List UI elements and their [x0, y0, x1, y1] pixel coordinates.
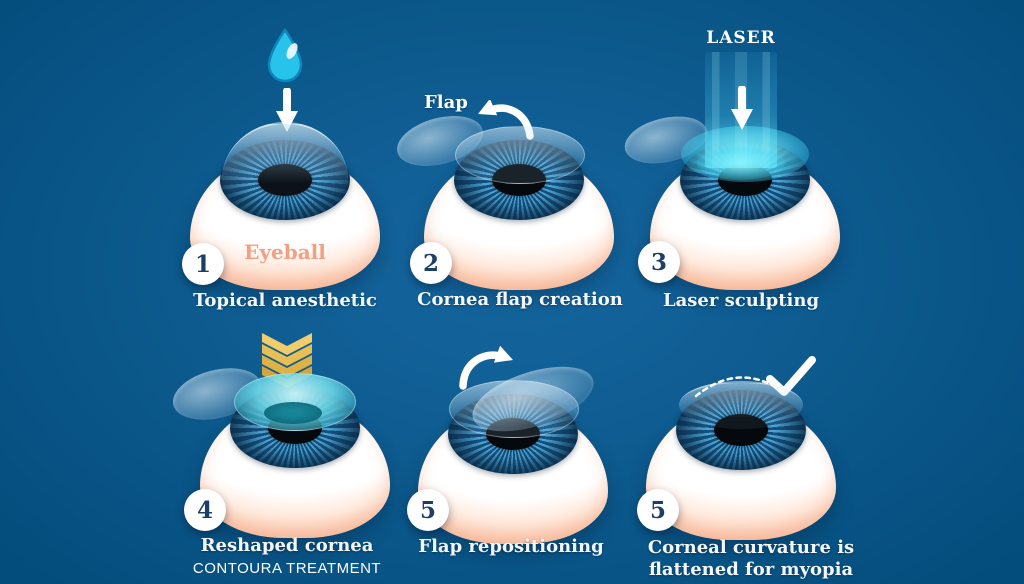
eyeball-illustration: [424, 126, 614, 290]
step-number: 5: [649, 496, 666, 524]
step-number-badge: 2: [410, 242, 452, 284]
water-drop-icon: [267, 28, 303, 83]
eyeball-illustration: [646, 381, 836, 540]
step-number: 2: [422, 249, 439, 277]
laser-label: LASER: [706, 28, 776, 48]
step-caption-line1: Corneal curvature is: [647, 537, 855, 558]
step-number-badge: 3: [638, 241, 680, 283]
flap-label: Flap: [424, 92, 468, 113]
dashed-arc-icon: [694, 376, 788, 398]
down-arrow-icon: [276, 88, 298, 132]
step-caption-line2: flattened for myopia: [648, 559, 854, 580]
step-number: 5: [419, 496, 436, 524]
step-number-badge: 1: [182, 243, 224, 285]
step-number: 4: [196, 496, 213, 524]
step-caption: Cornea flap creation: [417, 289, 623, 310]
step-caption: Flap repositioning: [418, 536, 604, 557]
reshaped-cornea-center: [264, 402, 322, 424]
step-subcaption: CONTOURA TREATMENT: [192, 560, 382, 577]
step-number-badge: 5: [407, 489, 449, 531]
step-number-badge: 5: [637, 489, 679, 531]
eyeball-label: Eyeball: [244, 240, 326, 264]
step-number: 3: [650, 248, 667, 276]
step-caption: Reshaped cornea: [200, 535, 374, 556]
cornea: [455, 126, 585, 184]
step-number: 1: [194, 250, 211, 278]
eyeball-illustration: [200, 373, 390, 538]
step-caption: Topical anesthetic: [193, 290, 377, 311]
laser-beam-glow: [697, 146, 785, 180]
flattened-cornea: [679, 381, 803, 429]
step-caption: Laser sculpting: [662, 290, 820, 311]
curved-arrow-right-icon: [459, 346, 513, 390]
step-number-badge: 4: [184, 489, 226, 531]
down-arrow-icon: [731, 86, 753, 130]
